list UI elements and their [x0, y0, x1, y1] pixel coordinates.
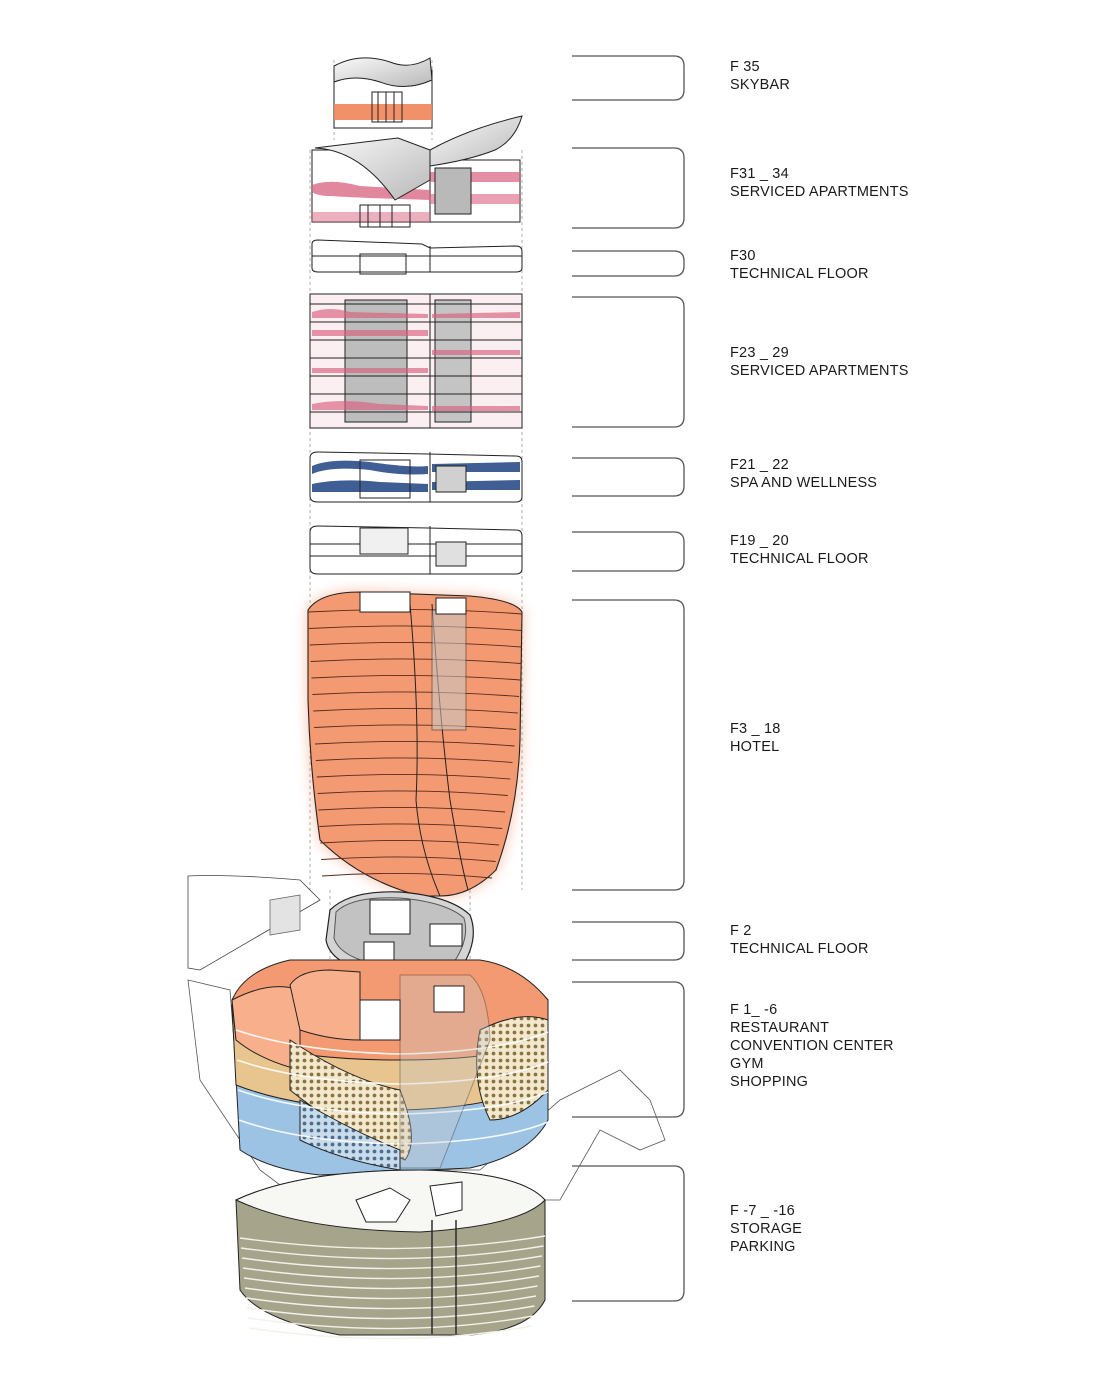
basement-slab-line: [240, 1245, 544, 1260]
bracket: [572, 531, 685, 572]
tech-floor-19-block: [309, 525, 523, 575]
label-floors: F19 _ 20: [730, 533, 789, 549]
bracket: [572, 457, 685, 497]
hotel-slab-line: [307, 608, 523, 615]
label-use: SERVICED APARTMENTS: [730, 184, 909, 200]
section-label-basement: F -7 _ -16 STORAGE PARKING: [730, 1202, 802, 1256]
section-label-apartments-mid: F23 _ 29 SERVICED APARTMENTS: [730, 344, 909, 380]
hotel-slab-line: [317, 790, 508, 796]
label-use: RESTAURANT: [730, 1020, 830, 1036]
label-use: TECHNICAL FLOOR: [730, 941, 869, 957]
label-floors: F 35: [730, 59, 760, 75]
hotel-slab-line: [318, 806, 506, 813]
tech-floor-2-block: [187, 875, 474, 982]
label-use: SKYBAR: [730, 77, 791, 93]
section-label-hotel: F3 _ 18 HOTEL: [730, 720, 781, 756]
basement-slab-line: [245, 1295, 537, 1310]
hotel-slab-line: [314, 740, 515, 747]
hotel-slab-line: [320, 839, 500, 846]
label-floors: F 2: [730, 923, 752, 939]
hotel-block: [307, 591, 523, 897]
label-floors: F30: [730, 248, 756, 264]
hotel-slab-line: [316, 773, 511, 780]
section-label-apartments-top: F31 _ 34 SERVICED APARTMENTS: [730, 165, 909, 201]
label-use: CONVENTION CENTER: [730, 1038, 894, 1054]
bracket: [572, 296, 685, 428]
bracket: [572, 1165, 685, 1302]
hotel-slab-line: [310, 658, 521, 664]
label-floors: F21 _ 22: [730, 457, 789, 473]
label-use: SERVICED APARTMENTS: [730, 363, 909, 379]
bracket: [572, 250, 685, 277]
label-use: SHOPPING: [730, 1074, 809, 1090]
hotel-slab-line: [321, 856, 496, 862]
label-floors: F 1_ -6: [730, 1002, 778, 1018]
hotel-slab-line: [311, 674, 521, 681]
hotel-slab-line: [308, 625, 522, 631]
basement-slab-line: [243, 1275, 540, 1290]
label-use: HOTEL: [730, 739, 780, 755]
basement-slab-line: [239, 1235, 546, 1250]
apartments-mid-block: [309, 293, 523, 429]
hotel-slab-line: [313, 707, 518, 714]
spa-wellness-block: [309, 451, 523, 503]
podium-block: [187, 959, 666, 1201]
label-use: TECHNICAL FLOOR: [730, 266, 869, 282]
label-floors: F3 _ 18: [730, 721, 781, 737]
bracket: [572, 55, 685, 101]
label-floors: F23 _ 29: [730, 345, 789, 361]
tech-floor-30-block: [311, 239, 523, 275]
section-label-skybar: F 35 SKYBAR: [730, 58, 790, 94]
bracket: [572, 599, 685, 891]
hotel-slab-lines: [307, 608, 523, 879]
hotel-slab-line: [314, 724, 517, 730]
label-use: PARKING: [730, 1239, 796, 1255]
section-label-podium: F 1_ -6 RESTAURANT CONVENTION CENTER GYM…: [730, 1001, 894, 1091]
hotel-slab-line: [315, 757, 513, 763]
section-label-spa: F21 _ 22 SPA AND WELLNESS: [730, 456, 877, 492]
label-floors: F31 _ 34: [730, 166, 789, 182]
skybar-block: [333, 57, 433, 129]
bracket: [572, 147, 685, 229]
section-label-tech-30: F30 TECHNICAL FLOOR: [730, 247, 869, 283]
basement-slab-line: [246, 1305, 535, 1320]
label-floors: F -7 _ -16: [730, 1203, 795, 1219]
basement-slab-line: [244, 1285, 538, 1300]
basement-slab-lines: [239, 1235, 546, 1340]
basement-slab-line: [248, 1325, 532, 1340]
hotel-slab-line: [309, 641, 522, 648]
label-use: TECHNICAL FLOOR: [730, 551, 869, 567]
basement-parking-block: [234, 1169, 546, 1340]
bracket: [572, 921, 685, 961]
apartments-top-block: [311, 115, 523, 228]
label-use: SPA AND WELLNESS: [730, 475, 878, 491]
basement-slab-line: [247, 1315, 534, 1330]
section-brackets: [572, 55, 685, 1302]
section-label-tech-2: F 2 TECHNICAL FLOOR: [730, 922, 869, 958]
label-use: GYM: [730, 1056, 764, 1072]
label-use: STORAGE: [730, 1221, 803, 1237]
section-label-tech-19: F19 _ 20 TECHNICAL FLOOR: [730, 532, 869, 568]
hotel-slab-line: [321, 872, 493, 879]
basement-slab-line: [242, 1265, 541, 1280]
hotel-slab-line: [319, 823, 503, 829]
bracket: [572, 981, 685, 1118]
basement-slab-line: [241, 1255, 543, 1270]
